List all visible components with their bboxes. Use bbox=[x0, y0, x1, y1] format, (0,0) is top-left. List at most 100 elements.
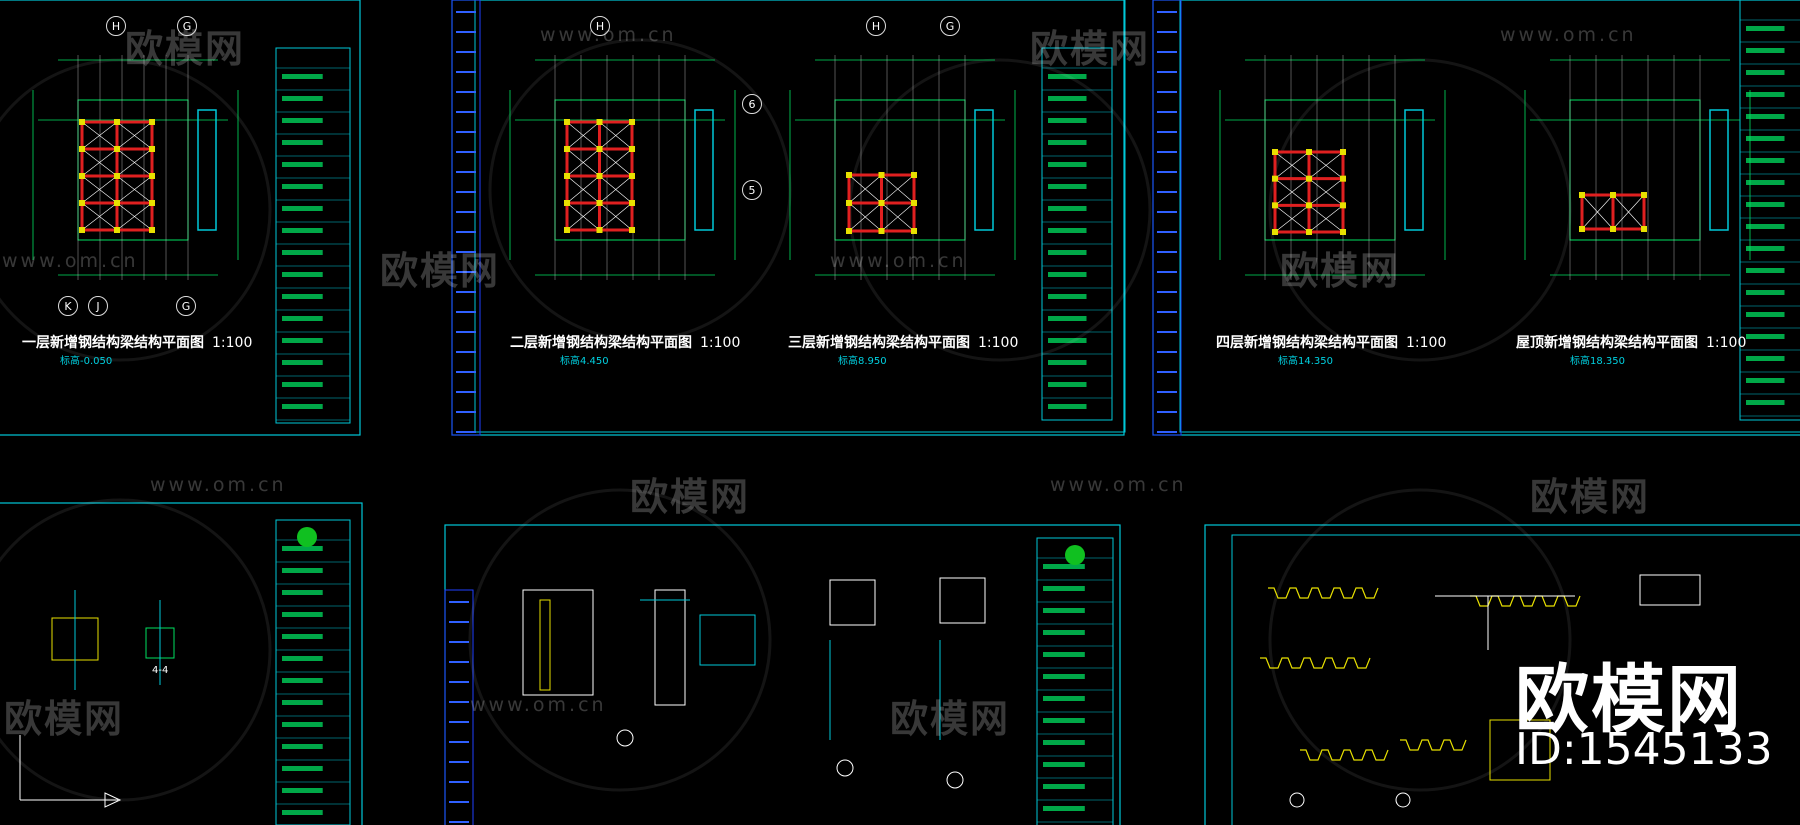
steel-column bbox=[149, 119, 155, 125]
brace-line bbox=[599, 148, 633, 177]
title-text-mark bbox=[1048, 140, 1087, 145]
detail-element bbox=[829, 579, 876, 626]
title-text-mark bbox=[1746, 356, 1785, 361]
detail-callout bbox=[1289, 792, 1305, 808]
title-text-mark bbox=[1746, 400, 1785, 405]
steel-column bbox=[878, 228, 885, 234]
title-text-mark bbox=[1048, 250, 1087, 255]
steel-column bbox=[114, 200, 120, 206]
axis-bubble: G bbox=[176, 296, 196, 316]
brace-line bbox=[116, 175, 153, 204]
steel-column bbox=[79, 146, 85, 152]
brace-line bbox=[1581, 194, 1614, 230]
brace-line bbox=[566, 202, 600, 231]
title-text-mark bbox=[1746, 378, 1785, 383]
title-text-mark bbox=[282, 360, 323, 365]
steel-column bbox=[629, 173, 635, 179]
deck-profile bbox=[1260, 657, 1371, 669]
title-text-mark bbox=[282, 722, 323, 727]
title-text-mark bbox=[282, 590, 323, 595]
watermark-circle bbox=[1268, 488, 1572, 792]
axis-bubble: H bbox=[106, 16, 126, 36]
title-text-mark bbox=[282, 634, 323, 639]
title-text-mark bbox=[1746, 202, 1785, 207]
detail-callout bbox=[616, 729, 634, 747]
brace-line bbox=[1274, 205, 1310, 233]
title-text-mark bbox=[1043, 630, 1085, 635]
title-text-mark bbox=[1746, 70, 1785, 75]
title-text-mark bbox=[282, 338, 323, 343]
title-text-mark bbox=[1048, 228, 1087, 233]
steel-column bbox=[1272, 149, 1278, 155]
steel-column bbox=[596, 173, 603, 179]
title-text-mark bbox=[1048, 74, 1087, 79]
brace-line bbox=[848, 174, 882, 204]
brace-line bbox=[566, 148, 600, 177]
steel-column bbox=[149, 227, 155, 233]
steel-column bbox=[596, 227, 603, 233]
steel-column bbox=[564, 146, 570, 152]
detail-callout bbox=[1395, 792, 1411, 808]
steel-column bbox=[878, 200, 885, 206]
wall-outline bbox=[1404, 109, 1424, 231]
watermark-circle bbox=[0, 58, 272, 362]
steel-column bbox=[1306, 229, 1312, 235]
title-block bbox=[1739, 0, 1800, 421]
deck-profile bbox=[1300, 749, 1389, 761]
title-text-mark bbox=[1048, 294, 1087, 299]
steel-column bbox=[564, 227, 570, 233]
side-strip bbox=[444, 589, 474, 825]
axis-bubble: H bbox=[866, 16, 886, 36]
title-text-mark bbox=[1043, 762, 1085, 767]
title-text-mark bbox=[1048, 162, 1087, 167]
brace-line bbox=[566, 175, 600, 204]
steel-column bbox=[114, 173, 120, 179]
steel-column bbox=[1306, 149, 1312, 155]
steel-column bbox=[1340, 175, 1346, 182]
title-text-mark bbox=[282, 316, 323, 321]
title-text-mark bbox=[1746, 114, 1785, 119]
title-text-mark bbox=[282, 656, 323, 661]
steel-column bbox=[114, 146, 120, 152]
steel-column bbox=[1579, 226, 1585, 232]
steel-column bbox=[596, 146, 603, 152]
sheet-frame bbox=[0, 0, 361, 436]
brace-line bbox=[81, 175, 118, 204]
brace-line bbox=[881, 174, 915, 204]
title-text-mark bbox=[1746, 136, 1785, 141]
detail-element bbox=[522, 589, 594, 696]
title-text-mark bbox=[282, 568, 323, 573]
title-text-mark bbox=[282, 382, 323, 387]
title-text-mark bbox=[1746, 312, 1785, 317]
steel-column bbox=[79, 227, 85, 233]
detail-element bbox=[654, 589, 686, 706]
title-text-mark bbox=[1746, 48, 1785, 53]
steel-column bbox=[564, 200, 570, 206]
brace-line bbox=[599, 121, 633, 150]
brand-overlay: 欧模网 bbox=[1515, 657, 1743, 743]
steel-column bbox=[114, 119, 120, 125]
steel-column bbox=[596, 200, 603, 206]
detail-element bbox=[939, 577, 986, 624]
deck-profile bbox=[1400, 739, 1467, 751]
sheet-frame bbox=[0, 502, 363, 825]
title-text-mark bbox=[1048, 96, 1087, 101]
title-text-mark bbox=[1048, 382, 1087, 387]
elevation-note: 标高4.450 bbox=[560, 356, 609, 367]
steel-column bbox=[911, 200, 917, 206]
axis-bubble: 5 bbox=[742, 180, 762, 200]
title-text-mark bbox=[1746, 180, 1785, 185]
sheet-inner-frame bbox=[474, 0, 1126, 433]
title-text-mark bbox=[282, 206, 323, 211]
brace-line bbox=[599, 202, 633, 231]
steel-column bbox=[1272, 175, 1278, 182]
brace-line bbox=[1274, 178, 1310, 206]
title-block bbox=[275, 519, 351, 825]
title-text-mark bbox=[1048, 404, 1087, 409]
title-text-mark bbox=[282, 118, 323, 123]
